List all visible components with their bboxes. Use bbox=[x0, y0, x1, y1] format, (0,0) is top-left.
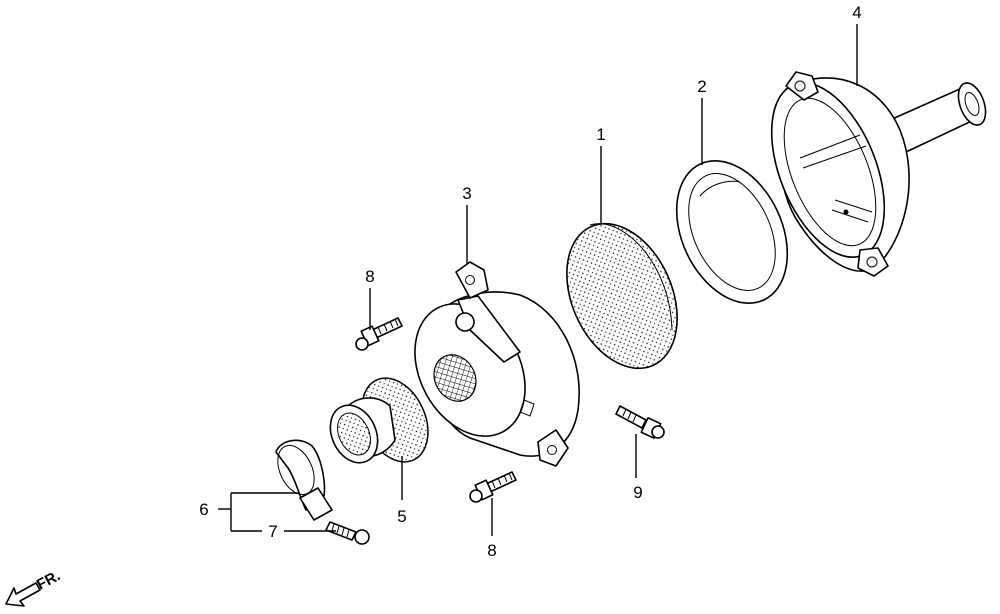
callout-6: 6 bbox=[199, 500, 208, 519]
part-5-seal bbox=[329, 377, 429, 464]
callout-1: 1 bbox=[596, 125, 605, 144]
front-arrow-icon bbox=[5, 582, 41, 607]
part-2-gasket bbox=[675, 160, 789, 304]
callout-9: 9 bbox=[633, 483, 642, 502]
part-7-screw bbox=[325, 521, 370, 545]
callout-3: 3 bbox=[462, 184, 471, 203]
front-direction-indicator: FR. bbox=[5, 567, 63, 607]
leader-lines bbox=[218, 24, 858, 536]
callout-8-lower: 8 bbox=[487, 541, 496, 560]
part-6-clamp bbox=[275, 439, 333, 521]
part-9-bolt bbox=[615, 405, 665, 440]
part-3-cover bbox=[414, 261, 580, 467]
callout-7: 7 bbox=[268, 522, 277, 541]
callout-8-upper: 8 bbox=[365, 267, 374, 286]
part-8-bolt-lower bbox=[469, 471, 517, 503]
part-1-filter-element bbox=[566, 222, 678, 370]
callout-5: 5 bbox=[397, 507, 406, 526]
part-4-air-cleaner-case bbox=[770, 71, 987, 277]
part-8-bolt-upper bbox=[355, 317, 403, 351]
callout-4: 4 bbox=[852, 3, 861, 22]
callout-2: 2 bbox=[697, 77, 706, 96]
